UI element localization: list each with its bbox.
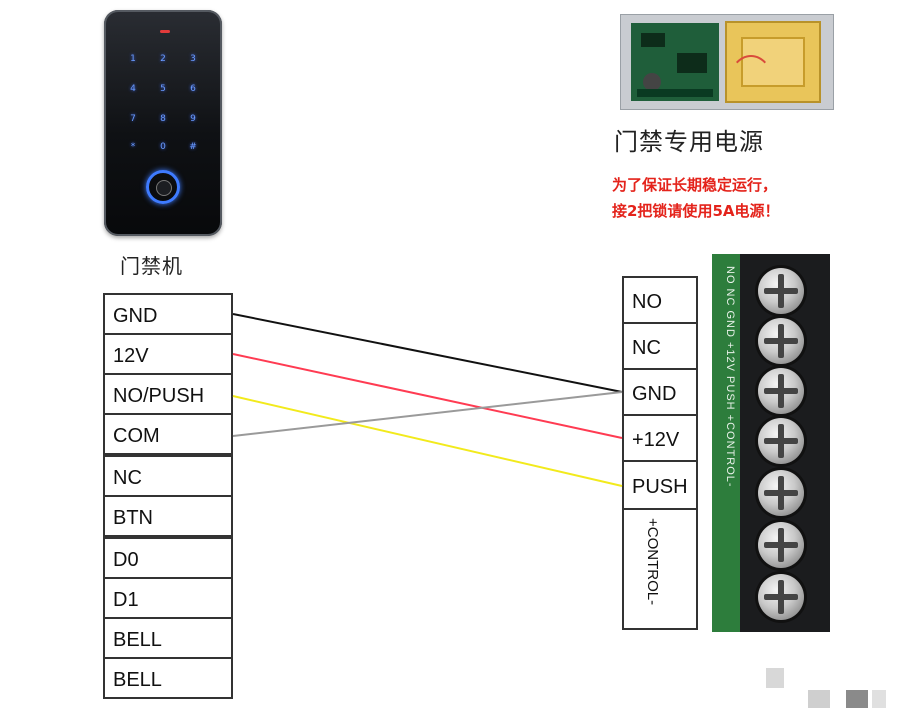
terminal-no-push: NO/PUSH	[103, 373, 233, 415]
pcb-board	[631, 23, 719, 101]
key: 6	[190, 84, 196, 94]
key: 8	[160, 114, 166, 124]
screw-icon	[758, 418, 804, 464]
terminal-push: PUSH	[622, 460, 698, 510]
key: 3	[190, 54, 196, 64]
watermark	[846, 690, 868, 708]
terminal-d1: D1	[103, 577, 233, 619]
screw-icon	[758, 268, 804, 314]
watermark	[766, 668, 784, 688]
screw-icon	[758, 522, 804, 568]
wire-push	[232, 395, 623, 487]
terminal-gnd: GND	[103, 293, 233, 335]
terminal-block-image: NO NC GND +12V PUSH +CONTROL-	[712, 254, 830, 632]
key: #	[189, 142, 197, 152]
fingerprint-icon	[146, 170, 180, 204]
keypad-label: 门禁机	[120, 254, 183, 278]
terminal-nc: NC	[622, 322, 698, 370]
wire-12v	[232, 353, 623, 439]
terminal-gnd: GND	[622, 368, 698, 416]
silkscreen-text: NO NC GND +12V PUSH +CONTROL-	[724, 266, 736, 488]
watermark	[872, 690, 886, 708]
key: 0	[160, 142, 166, 152]
key: 1	[130, 54, 136, 64]
key: 9	[190, 114, 196, 124]
key: 5	[160, 84, 166, 94]
screw-icon	[758, 574, 804, 620]
screw-icon	[758, 470, 804, 516]
terminal-no: NO	[622, 276, 698, 324]
terminal-com: COM	[103, 413, 233, 455]
power-supply-image	[620, 14, 834, 110]
note-line-2: 接2把锁请使用5A电源！	[612, 202, 780, 220]
silkscreen-strip: NO NC GND +12V PUSH +CONTROL-	[712, 254, 740, 632]
control-label: +CONTROL-	[644, 518, 661, 606]
key: *	[130, 142, 136, 152]
key: 2	[160, 54, 166, 64]
wire-com	[232, 391, 623, 437]
terminal-btn: BTN	[103, 495, 233, 537]
terminal-control: +CONTROL-	[622, 508, 698, 630]
power-supply-label: 门禁专用电源	[614, 128, 764, 156]
keypad-keys: 1 2 3 4 5 6 7 8 9 * 0 #	[104, 10, 222, 236]
terminal-bell-2: BELL	[103, 657, 233, 699]
terminal-d0: D0	[103, 537, 233, 579]
terminal-plus-12v: +12V	[622, 414, 698, 462]
key: 4	[130, 84, 136, 94]
key: 7	[130, 114, 136, 124]
note-line-1: 为了保证长期稳定运行，	[612, 176, 778, 194]
access-control-keypad: 1 2 3 4 5 6 7 8 9 * 0 #	[104, 10, 222, 236]
watermark	[808, 690, 830, 708]
terminal-12v: 12V	[103, 333, 233, 375]
screw-icon	[758, 368, 804, 414]
screw-icon	[758, 318, 804, 364]
status-led	[160, 30, 170, 33]
terminal-nc: NC	[103, 455, 233, 497]
wire-gnd	[232, 313, 623, 393]
terminal-bell-1: BELL	[103, 617, 233, 659]
